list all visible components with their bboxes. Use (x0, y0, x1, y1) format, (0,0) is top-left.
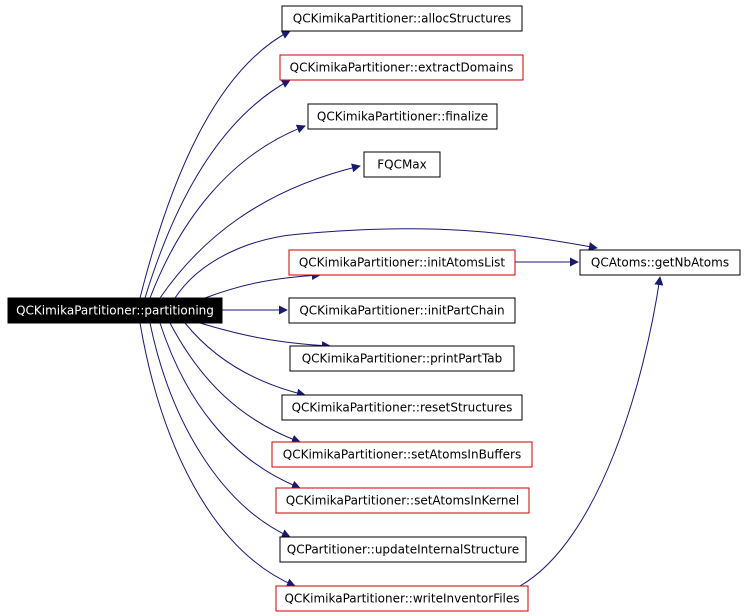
node-box (7, 297, 223, 324)
edge-partitioning-to-finalize (149, 124, 306, 299)
node-FQCMax[interactable]: FQCMax (363, 151, 441, 178)
node-partitioning[interactable]: QCKimikaPartitioner::partitioning (7, 297, 223, 324)
node-box (271, 441, 533, 468)
node-label: QCKimikaPartitioner::setAtomsInBuffers (283, 448, 522, 462)
node-extractDomains[interactable]: QCKimikaPartitioner::extractDomains (279, 54, 524, 81)
node-label: QCKimikaPartitioner::setAtomsInKernel (286, 494, 520, 508)
node-initAtomsList[interactable]: QCKimikaPartitioner::initAtomsList (288, 249, 516, 276)
edge-partitioning-to-printPartTab (199, 322, 331, 351)
edges (139, 30, 664, 587)
edge-partitioning-to-writeInventorFiles (139, 322, 296, 587)
node-label: QCKimikaPartitioner::writeInventorFiles (284, 592, 519, 606)
node-box (307, 103, 498, 130)
edge-partitioning-to-initAtomsList (204, 270, 321, 299)
node-label: QCKimikaPartitioner::partitioning (16, 304, 214, 318)
edge-partitioning-to-FQCMax (159, 163, 361, 299)
edge-partitioning-to-setAtomsInKernel (159, 322, 301, 490)
node-allocStructures[interactable]: QCKimikaPartitioner::allocStructures (281, 5, 523, 32)
node-getNbAtoms[interactable]: QCAtoms::getNbAtoms (579, 249, 741, 276)
node-label: QCKimikaPartitioner::finalize (317, 110, 488, 124)
node-finalize[interactable]: QCKimikaPartitioner::finalize (307, 103, 498, 130)
node-label: QCPartitioner::updateInternalStructure (287, 543, 519, 557)
nodes: QCKimikaPartitioner::partitioningQCKimik… (7, 5, 741, 612)
node-setAtomsInBuffers[interactable]: QCKimikaPartitioner::setAtomsInBuffers (271, 441, 533, 468)
edge-partitioning-to-getNbAtoms (174, 228, 598, 299)
edge-partitioning-to-allocStructures (139, 30, 291, 299)
node-label: QCKimikaPartitioner::extractDomains (290, 61, 514, 75)
node-printPartTab[interactable]: QCKimikaPartitioner::printPartTab (289, 345, 515, 372)
node-box (288, 249, 516, 276)
node-initPartChain[interactable]: QCKimikaPartitioner::initPartChain (288, 297, 516, 324)
node-label: QCKimikaPartitioner::allocStructures (293, 12, 511, 26)
node-label: QCAtoms::getNbAtoms (591, 256, 729, 270)
node-resetStructures[interactable]: QCKimikaPartitioner::resetStructures (281, 394, 523, 421)
node-box (279, 54, 524, 81)
edge-partitioning-to-resetStructures (184, 322, 306, 398)
node-box (279, 536, 527, 563)
node-box (281, 394, 523, 421)
edge-partitioning-to-updateInternalStructure (149, 322, 291, 538)
node-label: QCKimikaPartitioner::resetStructures (292, 401, 513, 415)
node-label: QCKimikaPartitioner::printPartTab (302, 352, 503, 366)
node-updateInternalStructure[interactable]: QCPartitioner::updateInternalStructure (279, 536, 527, 563)
node-box (288, 297, 516, 324)
edge-partitioning-to-setAtomsInBuffers (169, 322, 301, 444)
node-label: FQCMax (377, 158, 427, 172)
edge-partitioning-to-extractDomains (144, 79, 291, 299)
node-label: QCKimikaPartitioner::initAtomsList (299, 256, 506, 270)
node-box (281, 5, 523, 32)
node-label: QCKimikaPartitioner::initPartChain (299, 304, 504, 318)
node-box (275, 585, 529, 612)
node-box (275, 487, 530, 514)
node-setAtomsInKernel[interactable]: QCKimikaPartitioner::setAtomsInKernel (275, 487, 530, 514)
node-box (289, 345, 515, 372)
edge-writeInventorFiles-to-getNbAtoms (519, 276, 664, 587)
node-box (579, 249, 741, 276)
node-writeInventorFiles[interactable]: QCKimikaPartitioner::writeInventorFiles (275, 585, 529, 612)
node-box (363, 151, 441, 178)
